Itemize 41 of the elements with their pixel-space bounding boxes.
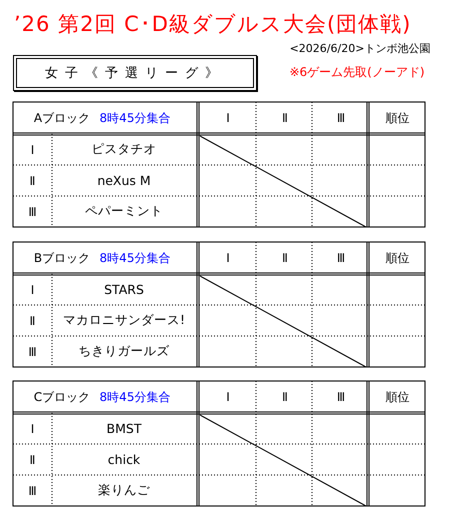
row-number: Ⅱ <box>30 174 36 188</box>
block-name: Cブロック <box>34 388 90 406</box>
rank-header: 順位 <box>386 110 410 126</box>
team-name: ちきりガールズ <box>78 343 170 360</box>
column-header: Ⅲ <box>336 111 346 125</box>
row-number: Ⅰ <box>30 142 34 156</box>
team-name: BMST <box>106 421 142 436</box>
rank-header: 順位 <box>386 250 410 266</box>
row-number: Ⅱ <box>30 452 36 466</box>
column-header: Ⅰ <box>226 111 230 125</box>
team-name: ペパーミント <box>85 203 163 220</box>
column-header: Ⅰ <box>226 251 230 265</box>
row-number: Ⅲ <box>28 344 37 358</box>
assembly-time: 8時45分集合 <box>100 110 170 126</box>
team-name: STARS <box>104 282 144 297</box>
title: ’26 第2回 C･D級ダブルス大会(団体戦) <box>14 11 412 38</box>
heading-box <box>13 55 257 91</box>
row-number: Ⅲ <box>28 204 37 218</box>
row-number: Ⅲ <box>28 484 37 498</box>
column-header: Ⅱ <box>282 111 288 125</box>
team-name: 楽りんご <box>98 482 150 499</box>
column-header: Ⅱ <box>282 390 288 404</box>
team-name: マカロニサンダース! <box>62 312 185 329</box>
assembly-time: 8時45分集合 <box>100 388 170 406</box>
event-date-venue: <2026/6/20>トンボ池公園 <box>290 40 430 56</box>
column-header: Ⅲ <box>336 390 346 404</box>
rule-note: ※6ゲーム先取(ノーアド) <box>289 64 425 80</box>
heading-text: 女子《予選リーグ》 <box>45 65 225 82</box>
column-header: Ⅲ <box>336 251 346 265</box>
assembly-time: 8時45分集合 <box>100 250 170 266</box>
column-header: Ⅱ <box>282 251 288 265</box>
row-number: Ⅰ <box>30 422 34 436</box>
block-name: Bブロック <box>34 250 90 266</box>
row-number: Ⅱ <box>30 314 36 328</box>
team-name: neXus M <box>97 173 151 188</box>
row-number: Ⅰ <box>30 282 34 296</box>
column-header: Ⅰ <box>226 390 230 404</box>
rank-header: 順位 <box>386 388 410 406</box>
team-name: ピスタチオ <box>92 141 156 158</box>
team-name: chick <box>108 452 140 467</box>
block-name: Aブロック <box>34 110 90 126</box>
